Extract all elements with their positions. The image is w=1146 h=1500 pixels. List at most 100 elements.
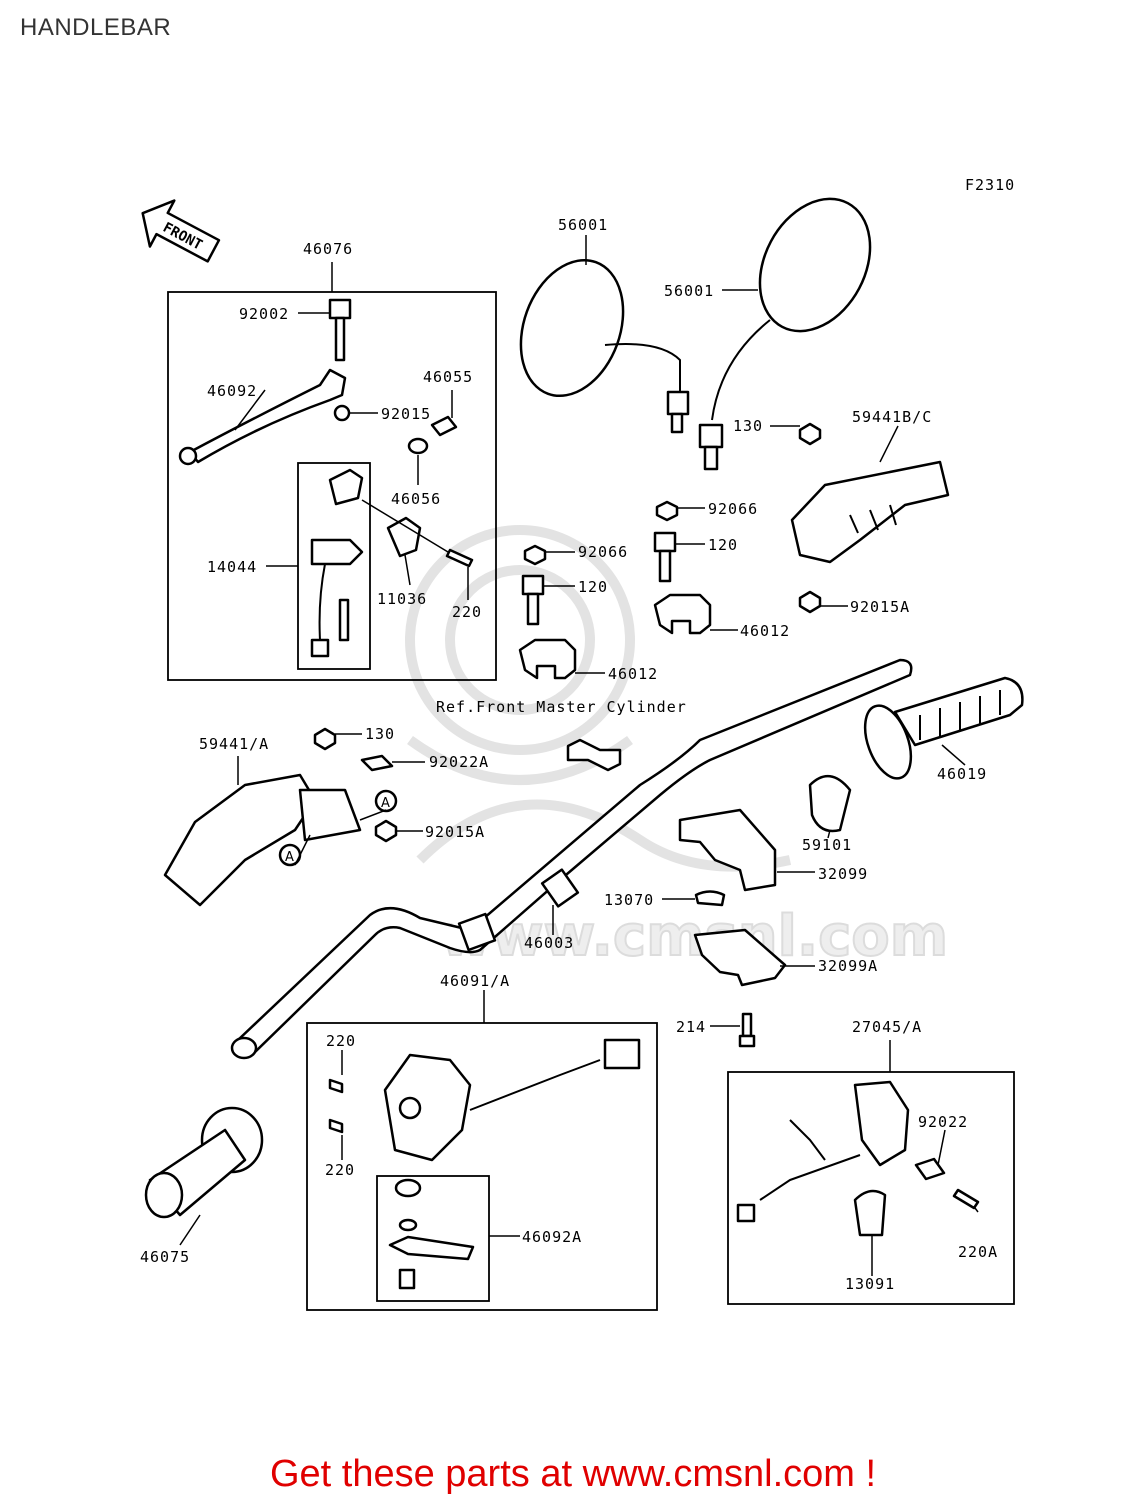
label-13070: 13070 xyxy=(604,891,654,909)
nut-92015 xyxy=(333,404,351,422)
lever-part-a xyxy=(394,1178,422,1198)
label-ref-master-cylinder: Ref.Front Master Cylinder xyxy=(436,698,687,716)
ref-master-cylinder-clamp xyxy=(566,738,622,772)
label-11036: 11036 xyxy=(377,590,427,608)
label-59441a: 59441/A xyxy=(199,735,269,753)
svg-text:A: A xyxy=(381,796,390,811)
label-92022: 92022 xyxy=(918,1113,968,1131)
screw-220a xyxy=(952,1188,980,1210)
left-switch-46091 xyxy=(383,1038,641,1162)
label-130-right: 130 xyxy=(733,417,763,435)
svg-text:A: A xyxy=(285,850,294,865)
label-220-b2: 220 xyxy=(325,1161,355,1179)
adjuster-46055 xyxy=(430,415,458,437)
switch-13091 xyxy=(853,1189,887,1237)
label-56001-a: 56001 xyxy=(558,216,608,234)
label-92002: 92002 xyxy=(239,305,289,323)
watermark-text: www.cmsnl.com xyxy=(440,904,948,969)
lever-screw xyxy=(398,1268,416,1290)
screw-214 xyxy=(738,1012,756,1048)
grip-right-46019 xyxy=(863,676,1024,780)
marker-a-1: A xyxy=(374,789,398,813)
label-120-b: 120 xyxy=(578,578,608,596)
label-46092a: 46092A xyxy=(522,1228,582,1246)
upper-clamp-46012-a xyxy=(653,593,712,635)
washer-92066-a xyxy=(655,500,679,522)
bolt-130-right xyxy=(798,422,822,446)
label-46012-b: 46012 xyxy=(608,665,658,683)
label-92066-a: 92066 xyxy=(708,500,758,518)
label-46003: 46003 xyxy=(524,934,574,952)
label-27045a: 27045/A xyxy=(852,1018,922,1036)
clutch-lever xyxy=(178,368,347,466)
lever-washer xyxy=(398,1218,418,1232)
lever-subassembly-box xyxy=(376,1175,490,1302)
label-46076: 46076 xyxy=(303,240,353,258)
label-214: 214 xyxy=(676,1018,706,1036)
switch-body xyxy=(328,468,364,506)
right-switch-box xyxy=(727,1071,1015,1305)
nut-92015a-right xyxy=(798,590,822,614)
label-59101: 59101 xyxy=(802,836,852,854)
label-14044: 14044 xyxy=(207,558,257,576)
bolt-130-left xyxy=(313,727,337,751)
label-220-top: 220 xyxy=(452,603,482,621)
label-46092: 46092 xyxy=(207,382,257,400)
label-32099a: 32099A xyxy=(818,957,878,975)
switch-14044 xyxy=(310,538,364,658)
label-92022a: 92022A xyxy=(429,753,489,771)
throttle-housing-lower-32099a xyxy=(693,928,787,987)
clip-92022 xyxy=(914,1157,946,1181)
bolt-120-a xyxy=(653,531,677,583)
washer-92066-b xyxy=(523,544,547,566)
label-59441bc: 59441B/C xyxy=(852,408,932,426)
label-46019: 46019 xyxy=(937,765,987,783)
left-switch-box xyxy=(306,1022,658,1311)
clamp-11036 xyxy=(386,516,422,558)
figure-code: F2310 xyxy=(965,176,1015,194)
bolt-92002 xyxy=(328,298,352,362)
leader-lines xyxy=(179,235,979,1276)
nut-92015a-left xyxy=(374,819,398,843)
watermark-logo: www.cmsnl.com xyxy=(405,525,949,970)
hand-guard-right xyxy=(790,460,950,564)
label-92015: 92015 xyxy=(381,405,431,423)
label-56001-b: 56001 xyxy=(664,282,714,300)
label-220a: 220A xyxy=(958,1243,998,1261)
handlebar-46003 xyxy=(230,658,913,1060)
nut-46056 xyxy=(407,437,429,455)
lever-46092a xyxy=(388,1235,475,1261)
front-arrow: FRONT xyxy=(141,199,221,263)
label-92015a-left: 92015A xyxy=(425,823,485,841)
screw-220-b1 xyxy=(328,1078,344,1094)
label-92015a-right: 92015A xyxy=(850,598,910,616)
label-46055: 46055 xyxy=(423,368,473,386)
grip-left-46075 xyxy=(144,1106,264,1219)
hand-guard-left xyxy=(163,773,362,907)
clip-92022a xyxy=(360,754,394,772)
footer-link[interactable]: Get these parts at www.cmsnl.com ! xyxy=(269,1453,877,1495)
label-46091a: 46091/A xyxy=(440,972,510,990)
label-130-left: 130 xyxy=(365,725,395,743)
throttle-housing-32099 xyxy=(678,808,777,892)
page-title: HANDLEBAR xyxy=(20,14,172,41)
label-92066-b: 92066 xyxy=(578,543,628,561)
bolt-120-b xyxy=(521,574,545,626)
right-switch-27045 xyxy=(736,1080,910,1223)
label-32099: 32099 xyxy=(818,865,868,883)
label-13091: 13091 xyxy=(845,1275,895,1293)
screw-220-b2 xyxy=(328,1118,344,1134)
mirror-left xyxy=(519,258,690,434)
throttle-pulley-13070 xyxy=(694,890,726,907)
screw-220-top xyxy=(445,548,474,568)
label-46075: 46075 xyxy=(140,1248,190,1266)
mirror-right xyxy=(698,197,872,471)
upper-clamp-46012-b xyxy=(518,638,577,680)
label-220-b1: 220 xyxy=(326,1032,356,1050)
callout-labels: 46076 92002 46092 46055 92015 46056 1404… xyxy=(140,216,998,1293)
throttle-parts-59101 xyxy=(808,775,852,833)
label-120-a: 120 xyxy=(708,536,738,554)
label-46012-a: 46012 xyxy=(740,622,790,640)
label-46056: 46056 xyxy=(391,490,441,508)
